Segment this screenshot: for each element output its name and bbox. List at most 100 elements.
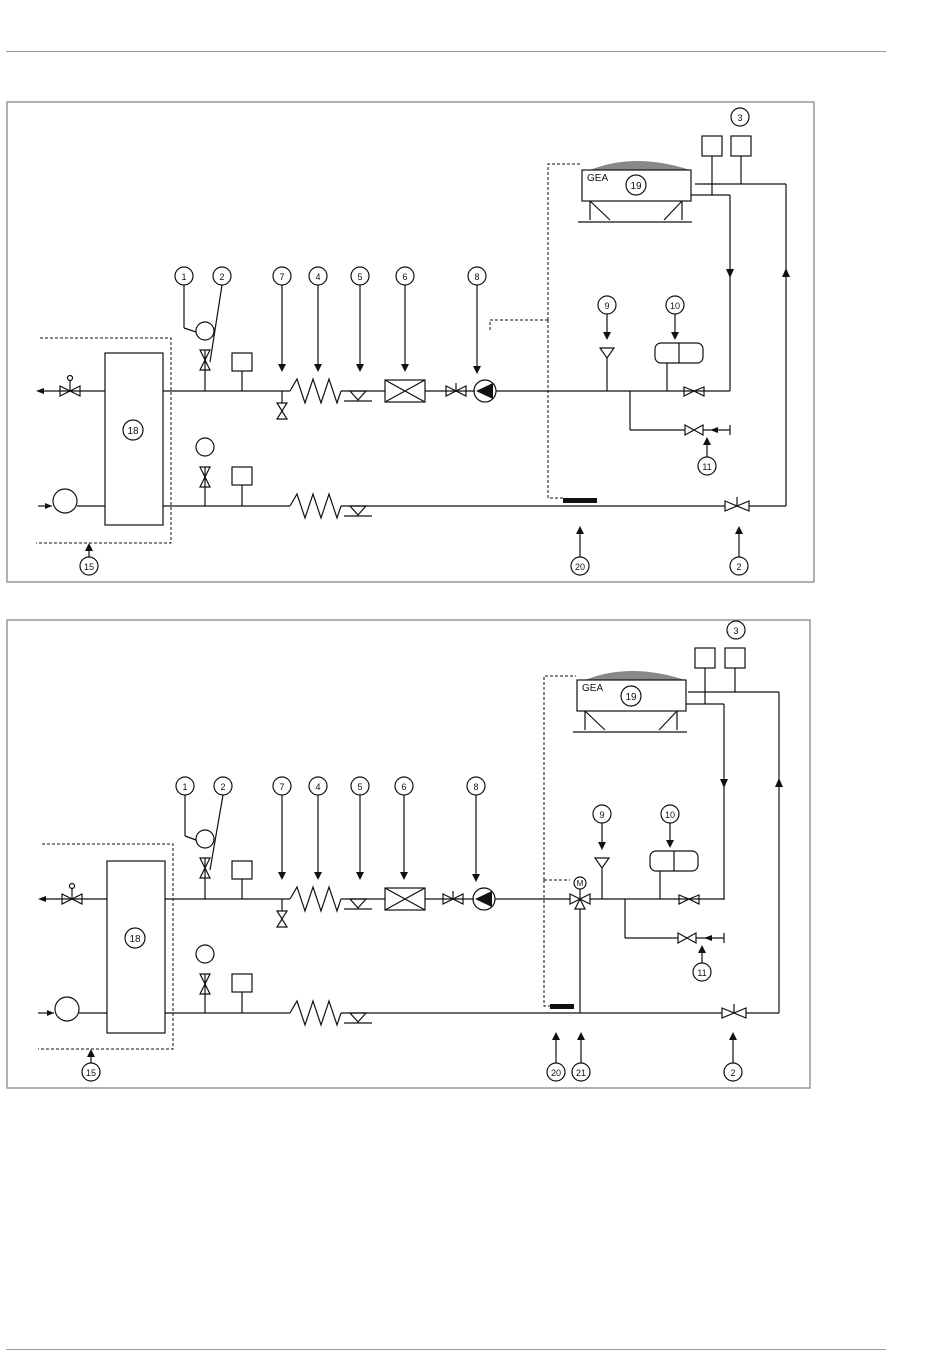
vent-valve-icon <box>62 884 82 905</box>
callout-15: 15 <box>82 1049 100 1081</box>
fixing-support-icon <box>350 899 366 908</box>
controller-box-1 <box>695 648 715 668</box>
svg-text:4: 4 <box>315 272 320 282</box>
hydraulic-diagram-2: 18 M <box>0 618 950 1093</box>
controller-box-2 <box>725 648 745 668</box>
heating-element <box>563 498 597 503</box>
svg-text:2: 2 <box>220 782 225 792</box>
svg-text:15: 15 <box>86 1068 96 1078</box>
callout-11: 11 <box>698 437 716 475</box>
svg-text:20: 20 <box>551 1068 561 1078</box>
svg-text:6: 6 <box>402 272 407 282</box>
top-rule <box>6 51 886 52</box>
svg-text:M: M <box>577 879 584 888</box>
fill-valve-icon <box>685 425 694 435</box>
bottom-rule <box>6 1349 886 1350</box>
flex-hose-icon <box>290 887 341 911</box>
svg-text:5: 5 <box>357 272 362 282</box>
compressor-pump-icon <box>53 489 77 513</box>
vent-valve-icon <box>60 376 80 397</box>
svg-text:10: 10 <box>670 301 680 311</box>
diagram-frame <box>7 620 810 1088</box>
callout-1: 1 <box>175 267 196 332</box>
safety-valve-icon <box>600 348 614 358</box>
svg-text:8: 8 <box>474 272 479 282</box>
callout-4: 4 <box>309 777 327 880</box>
pressure-gauge-return-icon <box>196 438 214 456</box>
svg-text:21: 21 <box>576 1068 586 1078</box>
shutoff-valve-icon <box>446 383 466 396</box>
svg-text:2: 2 <box>730 1068 735 1078</box>
callout-15: 15 <box>80 543 98 575</box>
svg-text:9: 9 <box>604 301 609 311</box>
drain-valve-icon <box>277 403 287 411</box>
svg-text:19: 19 <box>625 692 637 703</box>
callout-5: 5 <box>351 777 369 880</box>
svg-text:15: 15 <box>84 562 94 572</box>
flex-hose-icon <box>290 379 341 403</box>
callout-2b: 2 <box>730 526 748 575</box>
sensor-box <box>232 861 252 879</box>
unit-boundary-dashed <box>36 338 171 543</box>
sensor-box <box>232 353 252 371</box>
callout-2b: 2 <box>724 1032 742 1081</box>
callout-10: 10 <box>666 296 684 340</box>
fill-valve-icon <box>678 933 687 943</box>
compressor-pump-icon <box>55 997 79 1021</box>
controller-box-1 <box>702 136 722 156</box>
callout-20: 20 <box>547 1032 565 1081</box>
sensor-box-return <box>232 974 252 992</box>
callout-3: 3 <box>731 108 749 126</box>
inlet-arrow-icon <box>47 1010 54 1016</box>
pressure-gauge-icon <box>196 830 214 848</box>
flex-hose-return-icon <box>290 1001 341 1025</box>
inlet-arrow-icon <box>45 503 52 509</box>
svg-text:8: 8 <box>473 782 478 792</box>
callout-1: 1 <box>176 777 196 840</box>
svg-text:7: 7 <box>279 782 284 792</box>
heat-exchanger <box>107 861 165 1033</box>
callout-8: 8 <box>467 777 485 882</box>
svg-text:1: 1 <box>181 272 186 282</box>
callout-5: 5 <box>351 267 369 372</box>
fixing-support-return-icon <box>350 1013 366 1022</box>
fixing-support-icon <box>344 391 372 401</box>
callout-18: 18 <box>125 928 145 948</box>
svg-text:1: 1 <box>182 782 187 792</box>
pressure-gauge-icon <box>196 322 214 340</box>
unit-brand-label: GEA <box>587 173 608 184</box>
callout-2: 2 <box>210 267 231 362</box>
callout-8: 8 <box>468 267 486 374</box>
svg-text:3: 3 <box>733 626 738 636</box>
heat-exchanger <box>105 353 163 525</box>
callout-20: 20 <box>571 526 589 575</box>
callout-3: 3 <box>727 621 745 639</box>
outlet-arrow-icon <box>36 388 44 394</box>
outlet-arrow-icon <box>38 896 46 902</box>
callout-9: 9 <box>593 805 611 850</box>
callout-7: 7 <box>273 267 291 372</box>
svg-text:20: 20 <box>575 562 585 572</box>
motorized-three-way-valve: M <box>570 877 590 909</box>
callout-2: 2 <box>210 777 232 870</box>
svg-text:10: 10 <box>665 810 675 820</box>
callout-6: 6 <box>396 267 414 372</box>
svg-text:11: 11 <box>697 968 706 978</box>
diagram-frame <box>7 102 814 582</box>
drain-valve-icon <box>277 911 287 919</box>
callout-19: 19 <box>621 686 641 706</box>
svg-text:6: 6 <box>401 782 406 792</box>
callout-6: 6 <box>395 777 413 880</box>
safety-valve-icon <box>595 858 609 868</box>
heating-element <box>550 1004 574 1009</box>
svg-text:18: 18 <box>129 934 141 945</box>
unit-brand-label: GEA <box>582 683 603 694</box>
svg-text:9: 9 <box>599 810 604 820</box>
svg-text:7: 7 <box>279 272 284 282</box>
controller-box-2 <box>731 136 751 156</box>
drycooler-dome <box>585 671 685 680</box>
valve-2-icon <box>725 497 749 511</box>
hydraulic-diagram-1: 18 <box>0 100 950 585</box>
svg-text:4: 4 <box>315 782 320 792</box>
callout-7: 7 <box>273 777 291 880</box>
